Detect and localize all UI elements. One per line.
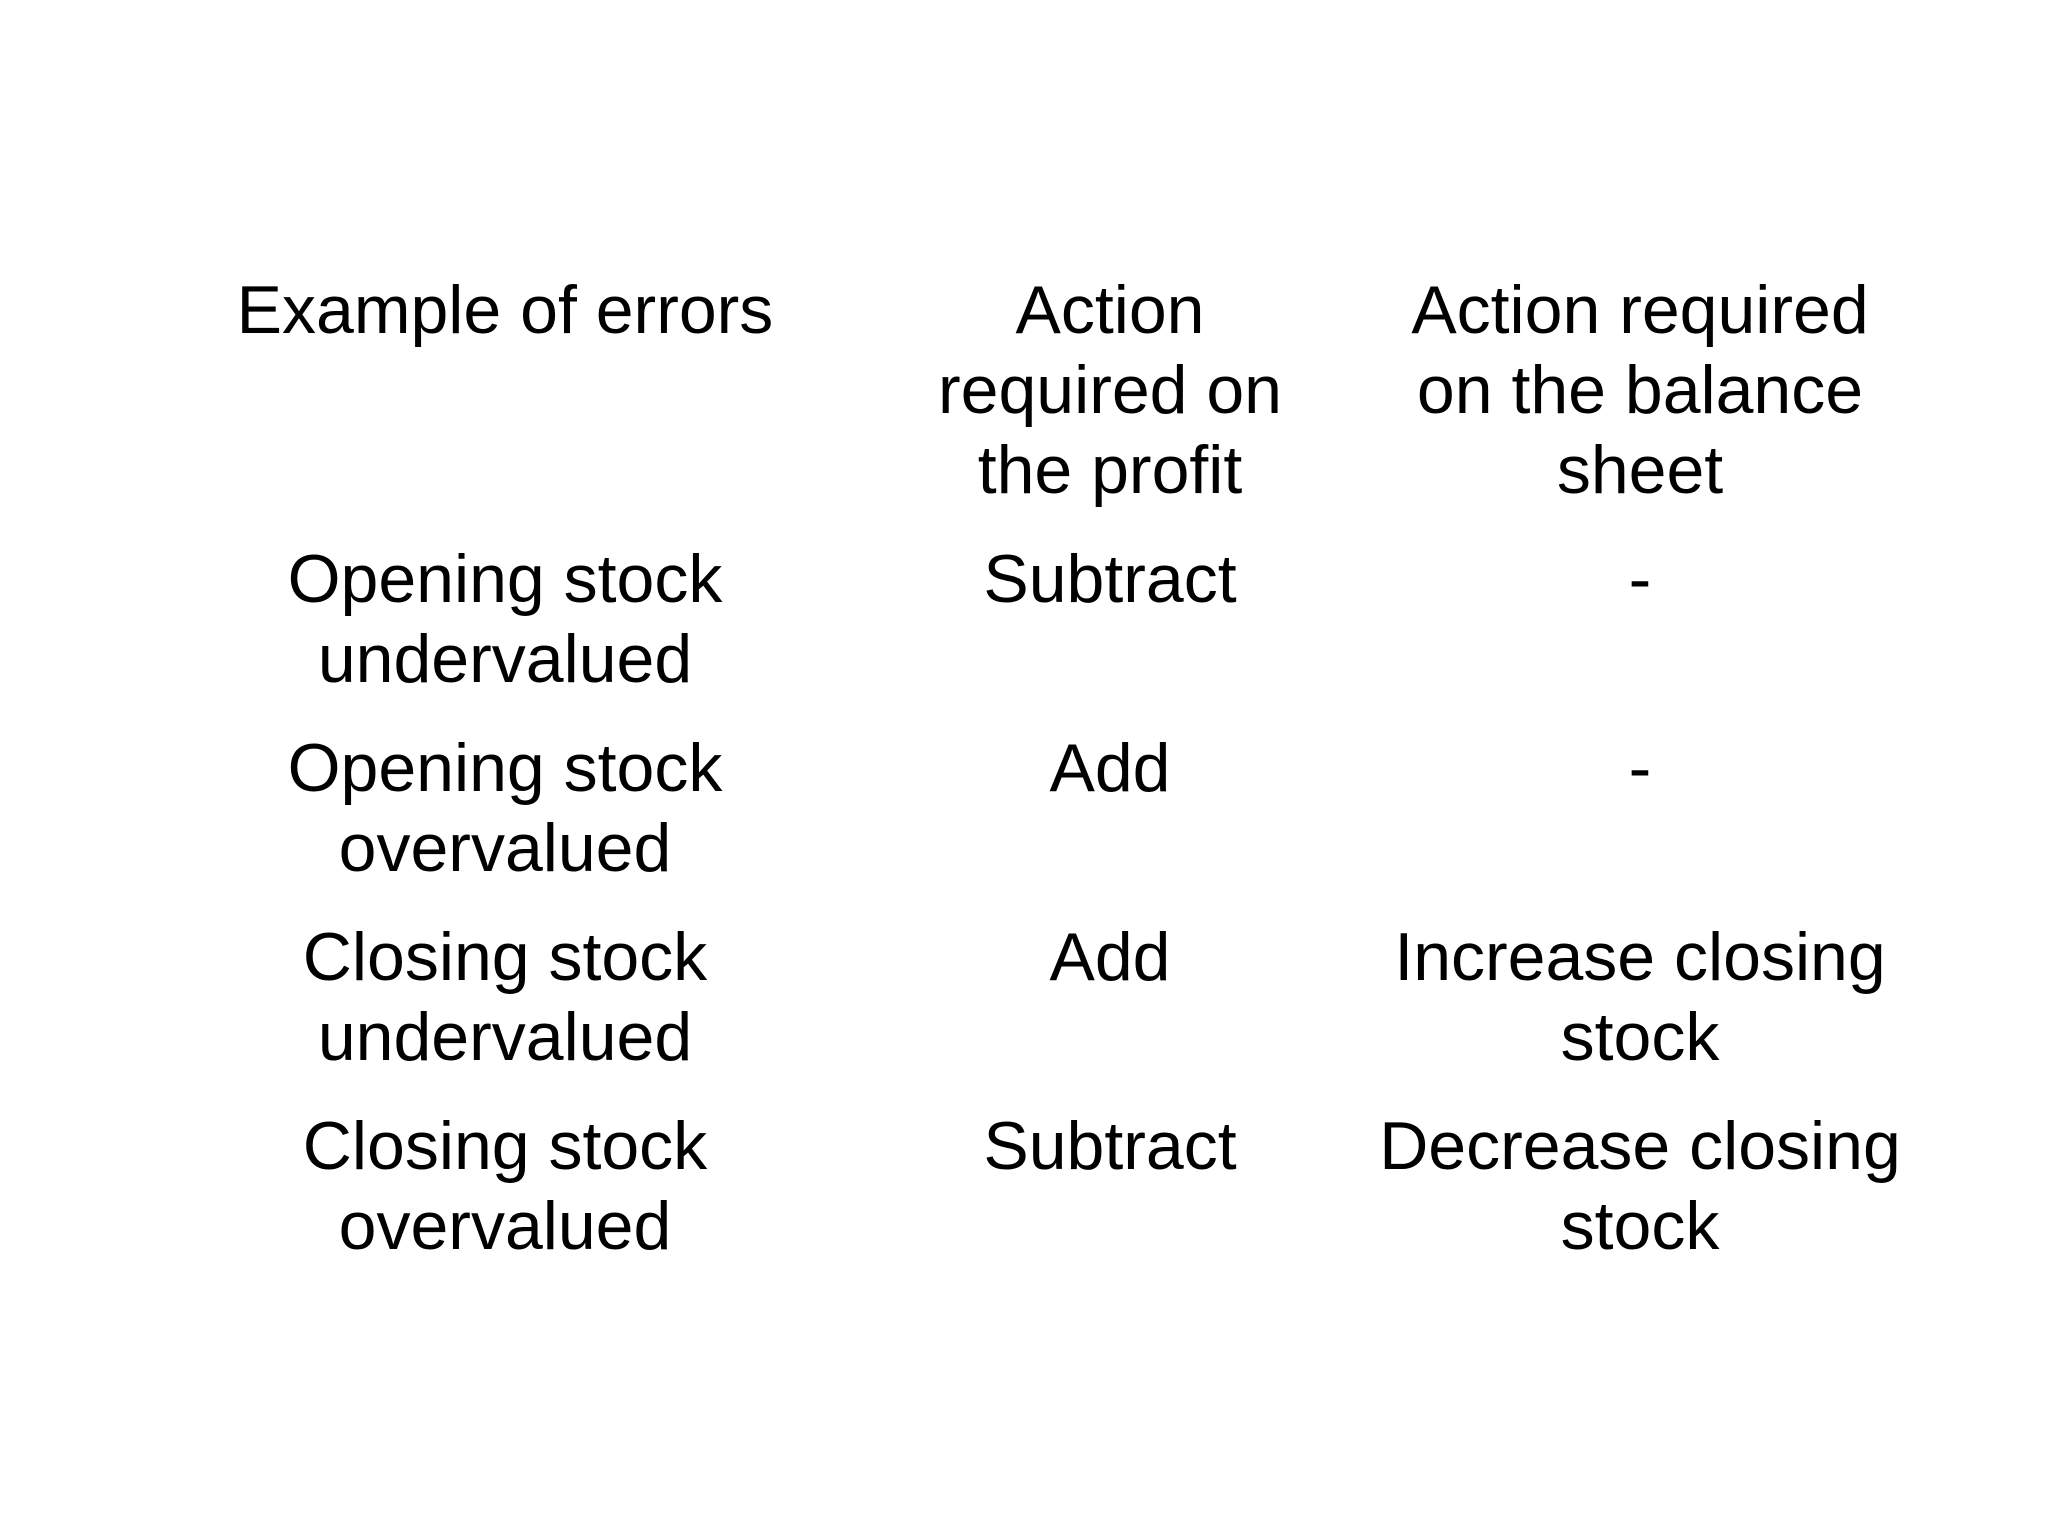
profit-action-cell: Add <box>1049 730 1171 806</box>
balance-sheet-action-cell: - <box>1628 730 1652 806</box>
table-row-closing-stock-undervalued: Closing stock undervalued Add Increase c… <box>160 917 1910 1077</box>
balance-sheet-action-cell: - <box>1628 541 1652 617</box>
profit-action-cell: Add <box>1049 919 1171 995</box>
header-action-required-on-balance-sheet: Action required on the balance sheet <box>1411 272 1869 508</box>
table-row-closing-stock-overvalued: Closing stock overvalued Subtract Decrea… <box>160 1106 1910 1266</box>
table-row-opening-stock-undervalued: Opening stock undervalued Subtract - <box>160 539 1910 699</box>
error-cell: Closing stock overvalued <box>302 1108 708 1264</box>
error-cell: Opening stock overvalued <box>287 730 723 886</box>
profit-action-cell: Subtract <box>983 1108 1237 1184</box>
header-example-of-errors: Example of errors <box>236 272 774 348</box>
table-header-row: Example of errors Action required on the… <box>160 270 1910 510</box>
table-row-opening-stock-overvalued: Opening stock overvalued Add - <box>160 728 1910 888</box>
header-action-required-on-profit: Action required on the profit <box>937 272 1283 508</box>
balance-sheet-action-cell: Increase closing stock <box>1394 919 1886 1075</box>
balance-sheet-action-cell: Decrease closing stock <box>1379 1108 1901 1264</box>
profit-action-cell: Subtract <box>983 541 1237 617</box>
error-cell: Closing stock undervalued <box>302 919 708 1075</box>
stock-errors-table: Example of errors Action required on the… <box>160 270 1910 1266</box>
error-cell: Opening stock undervalued <box>287 541 723 697</box>
